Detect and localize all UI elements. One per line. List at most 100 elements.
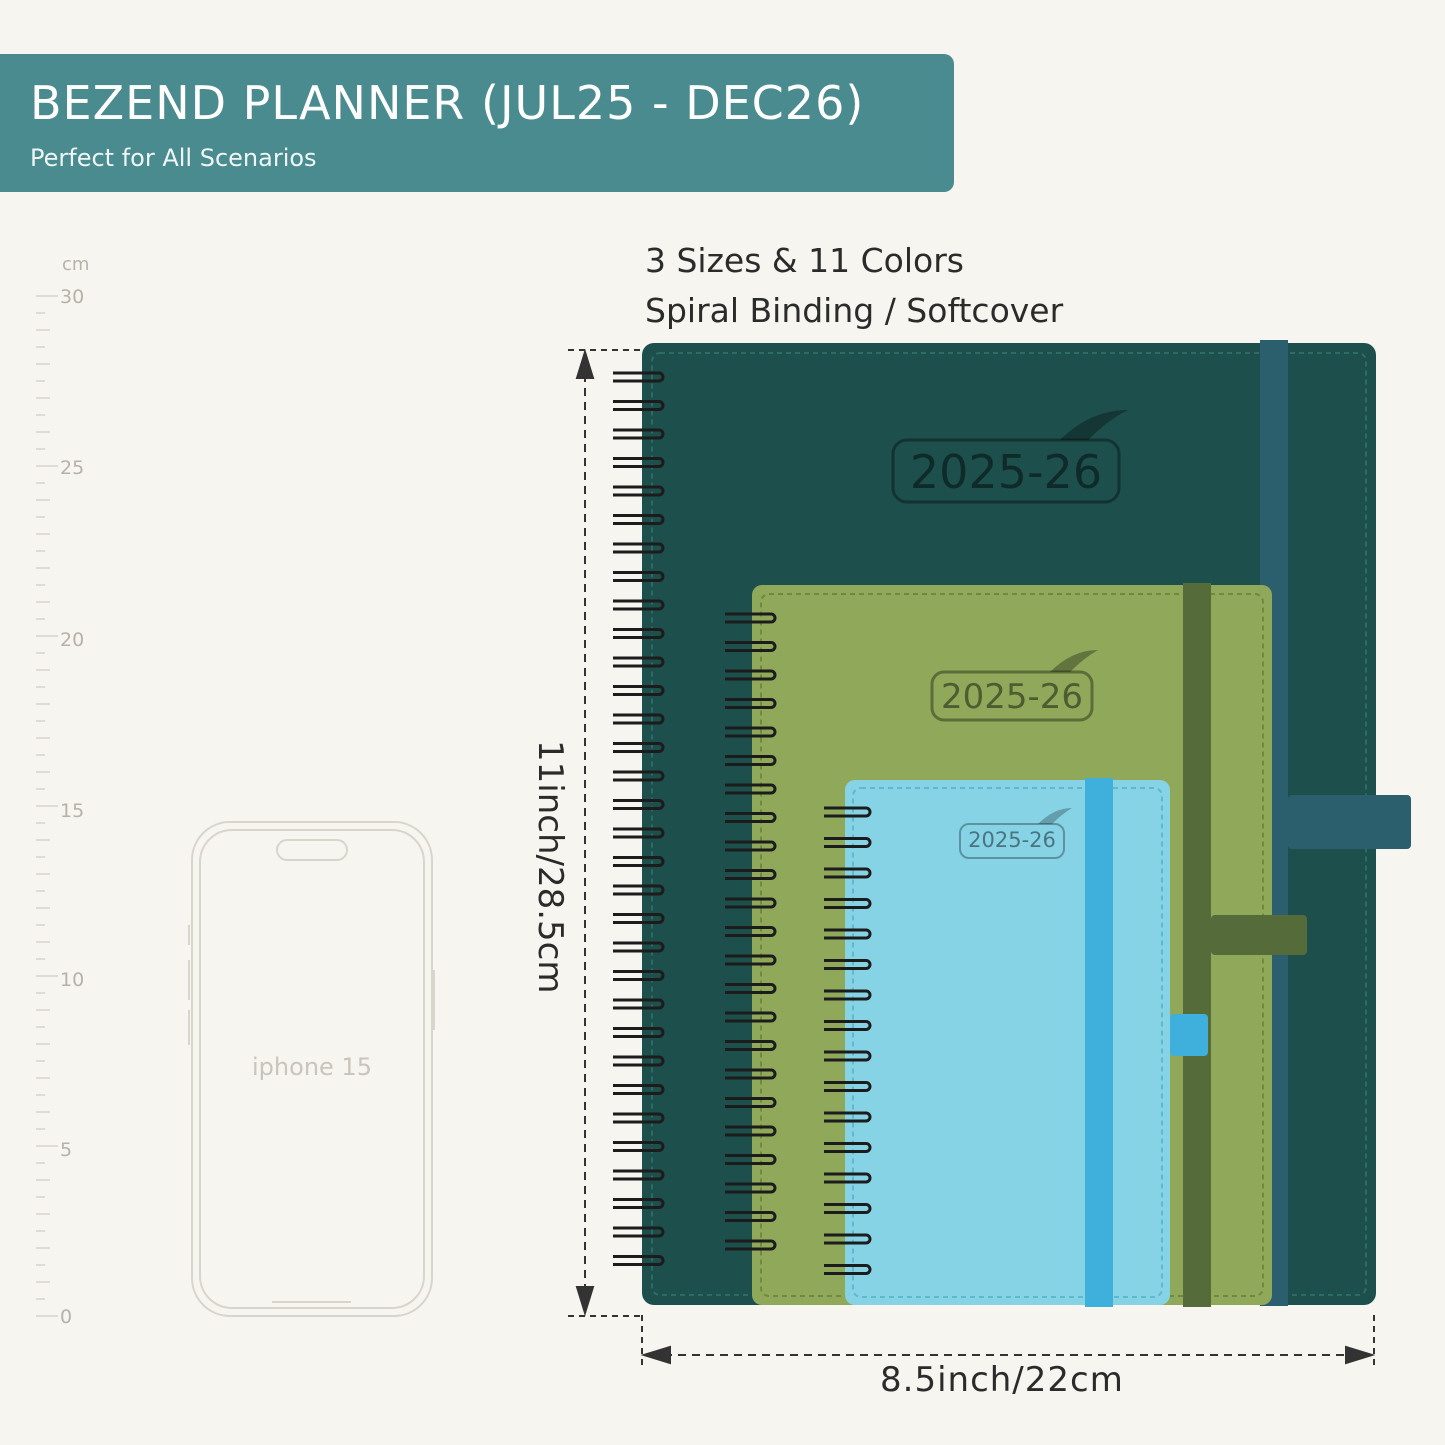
spiral-coil [613, 742, 665, 753]
spiral-coil [613, 1226, 665, 1238]
spiral-binding-small [824, 806, 872, 1275]
spiral-coil [725, 612, 777, 624]
ruler-label-30: 30 [60, 286, 85, 308]
spiral-coil [824, 1172, 872, 1184]
spiral-coil [613, 770, 665, 782]
cover-text-small: 2025-26 [968, 828, 1056, 852]
spiral-coil [824, 806, 872, 818]
phone-label: iphone 15 [252, 1053, 372, 1081]
spiral-coil [613, 827, 665, 839]
spiral-coil [725, 869, 777, 880]
spiral-coil [613, 913, 665, 924]
spiral-coil [824, 837, 872, 848]
spiral-coil [613, 485, 665, 497]
page-subtitle: Perfect for All Scenarios [30, 144, 317, 172]
planner-small [845, 778, 1208, 1307]
spiral-coil [613, 1055, 665, 1067]
ruler-unit: cm [62, 254, 90, 275]
spiral-coil [613, 685, 665, 696]
spiral-coil [725, 983, 777, 994]
spiral-coil [725, 840, 777, 852]
spiral-coil [725, 1239, 777, 1251]
width-label: 8.5inch/22cm [880, 1360, 1124, 1400]
spiral-coil [613, 970, 665, 981]
page-title: BEZEND PLANNER (JUL25 - DEC26) [30, 76, 865, 130]
height-dimension [568, 348, 640, 1317]
spiral-coil [725, 783, 777, 795]
spiral-coil [613, 1027, 665, 1038]
spiral-coil [613, 1112, 665, 1124]
spiral-coil [725, 641, 777, 652]
spiral-coil [824, 1142, 872, 1153]
spiral-coil [725, 926, 777, 937]
spiral-coil [725, 726, 777, 738]
ruler-label-20: 20 [60, 629, 85, 651]
spiral-coil [613, 400, 665, 411]
spiral-coil [613, 713, 665, 725]
ruler-label-25: 25 [60, 457, 85, 479]
spiral-coil [725, 812, 777, 823]
spiral-coil [824, 959, 872, 970]
spiral-coil [725, 1097, 777, 1108]
spiral-coil [725, 954, 777, 966]
spiral-coil [613, 1169, 665, 1181]
spiral-coil [613, 1084, 665, 1095]
width-dimension [640, 1315, 1376, 1368]
spiral-coil [725, 1125, 777, 1137]
spiral-coil [725, 1068, 777, 1080]
spiral-coil [613, 542, 665, 554]
spiral-coil [824, 1111, 872, 1123]
spiral-coil [613, 884, 665, 896]
ruler [36, 295, 58, 1317]
spiral-coil [613, 599, 665, 611]
spiral-coil [824, 1264, 872, 1275]
ruler-label-10: 10 [60, 969, 85, 991]
spiral-coil [613, 941, 665, 953]
spiral-coil [613, 514, 665, 525]
spiral-coil [725, 1182, 777, 1194]
spiral-coil [613, 1255, 665, 1266]
spiral-coil [613, 371, 665, 383]
specs-text: 3 Sizes & 11 Colors Spiral Binding / Sof… [645, 236, 1063, 336]
spiral-coil [725, 755, 777, 766]
spiral-coil [613, 1141, 665, 1152]
ruler-label-0: 0 [60, 1306, 73, 1328]
cover-text-large: 2025-26 [909, 445, 1103, 499]
specs-line-2: Spiral Binding / Softcover [645, 291, 1064, 330]
spiral-coil [824, 989, 872, 1001]
spiral-coil [613, 628, 665, 639]
spiral-binding-medium [725, 612, 777, 1251]
spiral-coil [725, 698, 777, 709]
spiral-coil [613, 457, 665, 468]
ruler-label-5: 5 [60, 1139, 73, 1161]
spiral-coil [725, 1154, 777, 1165]
spiral-coil [725, 1211, 777, 1222]
spiral-coil [613, 998, 665, 1010]
cover-text-medium: 2025-26 [940, 677, 1084, 717]
spiral-coil [824, 1233, 872, 1245]
spiral-coil [725, 1011, 777, 1023]
spiral-coil [725, 1040, 777, 1051]
spiral-coil [613, 571, 665, 582]
spiral-coil [824, 928, 872, 940]
spiral-coil [613, 856, 665, 867]
height-label: 11inch/28.5cm [530, 740, 570, 994]
spiral-coil [824, 867, 872, 879]
spiral-binding-large [613, 371, 665, 1266]
spiral-coil [613, 428, 665, 440]
phone-outline [188, 821, 435, 1317]
spiral-coil [613, 656, 665, 668]
spiral-coil [824, 1203, 872, 1214]
header-banner: BEZEND PLANNER (JUL25 - DEC26) Perfect f… [0, 54, 954, 192]
spiral-coil [824, 898, 872, 909]
spiral-coil [824, 1050, 872, 1062]
spiral-coil [824, 1081, 872, 1092]
spiral-coil [725, 897, 777, 909]
spiral-coil [824, 1020, 872, 1031]
spiral-coil [613, 1198, 665, 1209]
ruler-label-15: 15 [60, 800, 85, 822]
spiral-coil [725, 669, 777, 681]
spiral-coil [613, 799, 665, 810]
specs-line-1: 3 Sizes & 11 Colors [645, 241, 964, 280]
